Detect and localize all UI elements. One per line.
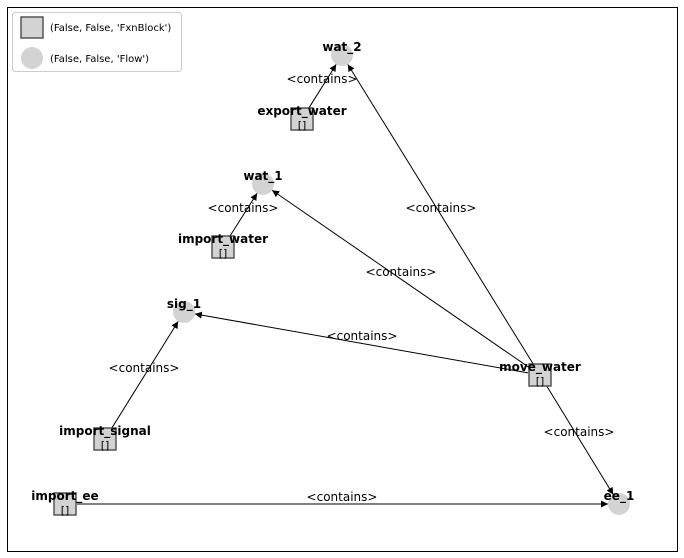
fxnblock-square [290, 107, 314, 131]
edge-label: <contains> [406, 201, 477, 215]
node-move_water: move_water[] [499, 360, 581, 388]
node-sublabel: [] [101, 439, 110, 452]
edge-label: <contains> [109, 361, 180, 375]
node-label: ee_1 [604, 489, 635, 504]
edge-move_water-to-wat_2 [347, 64, 535, 366]
node-import_signal: import_signal[] [59, 424, 151, 452]
edge-move_water-to-wat_1 [271, 189, 531, 369]
edge-label: <contains> [544, 425, 615, 439]
node-export_water: export_water[] [257, 104, 346, 132]
flow-circle [252, 173, 274, 195]
node-label: wat_1 [243, 169, 282, 184]
legend-fxnblock-swatch [20, 16, 44, 39]
edge-import_signal-to-sig_1 [110, 321, 179, 430]
edge-export_water-to-wat_2 [307, 64, 337, 110]
node-wat_2: wat_2 [322, 40, 362, 66]
node-wat_1: wat_1 [243, 169, 283, 195]
flow-circle [331, 44, 353, 66]
node-label: import_ee [31, 489, 98, 504]
node-sublabel: [] [536, 375, 545, 388]
edge-label: <contains> [327, 329, 398, 343]
legend-item-flow: (False, False, 'Flow') [50, 54, 149, 65]
edge-label: <contains> [208, 201, 279, 215]
node-label: sig_1 [167, 297, 201, 312]
flow-circle [173, 301, 195, 323]
nodes-layer: wat_2export_water[]wat_1import_water[]si… [31, 40, 634, 517]
fxnblock-square [528, 363, 552, 387]
legend-box [12, 12, 182, 72]
edge-label: <contains> [287, 72, 358, 86]
flow-circle [608, 493, 630, 515]
legend-flow-swatch [21, 47, 43, 69]
edge-move_water-to-ee_1 [545, 384, 614, 495]
edge-import_water-to-wat_1 [229, 193, 258, 238]
legend-item-fxnblock: (False, False, 'FxnBlock') [50, 23, 171, 34]
edge-move_water-to-sig_1 [194, 311, 529, 374]
node-label: import_signal [59, 424, 151, 439]
fxnblock-square [93, 427, 117, 451]
node-import_ee: import_ee[] [31, 489, 98, 517]
node-label: import_water [178, 232, 268, 247]
fxnblock-square [211, 235, 235, 259]
fxnblock-square [53, 492, 77, 516]
node-label: move_water [499, 360, 581, 375]
node-label: export_water [257, 104, 346, 119]
node-import_water: import_water[] [178, 232, 268, 260]
plot-frame [7, 7, 678, 552]
node-ee_1: ee_1 [604, 489, 635, 515]
legend: (False, False, 'FxnBlock') (False, False… [12, 12, 182, 72]
edges-layer: <contains> <contains> <contains> <contains>… [77, 64, 615, 508]
node-sublabel: [] [298, 119, 307, 132]
edge-label: <contains> [366, 265, 437, 279]
node-label: wat_2 [322, 40, 361, 55]
edge-label: <contains> [307, 490, 378, 504]
node-sublabel: [] [61, 504, 70, 517]
node-sublabel: [] [219, 247, 228, 260]
node-sig_1: sig_1 [167, 297, 201, 323]
